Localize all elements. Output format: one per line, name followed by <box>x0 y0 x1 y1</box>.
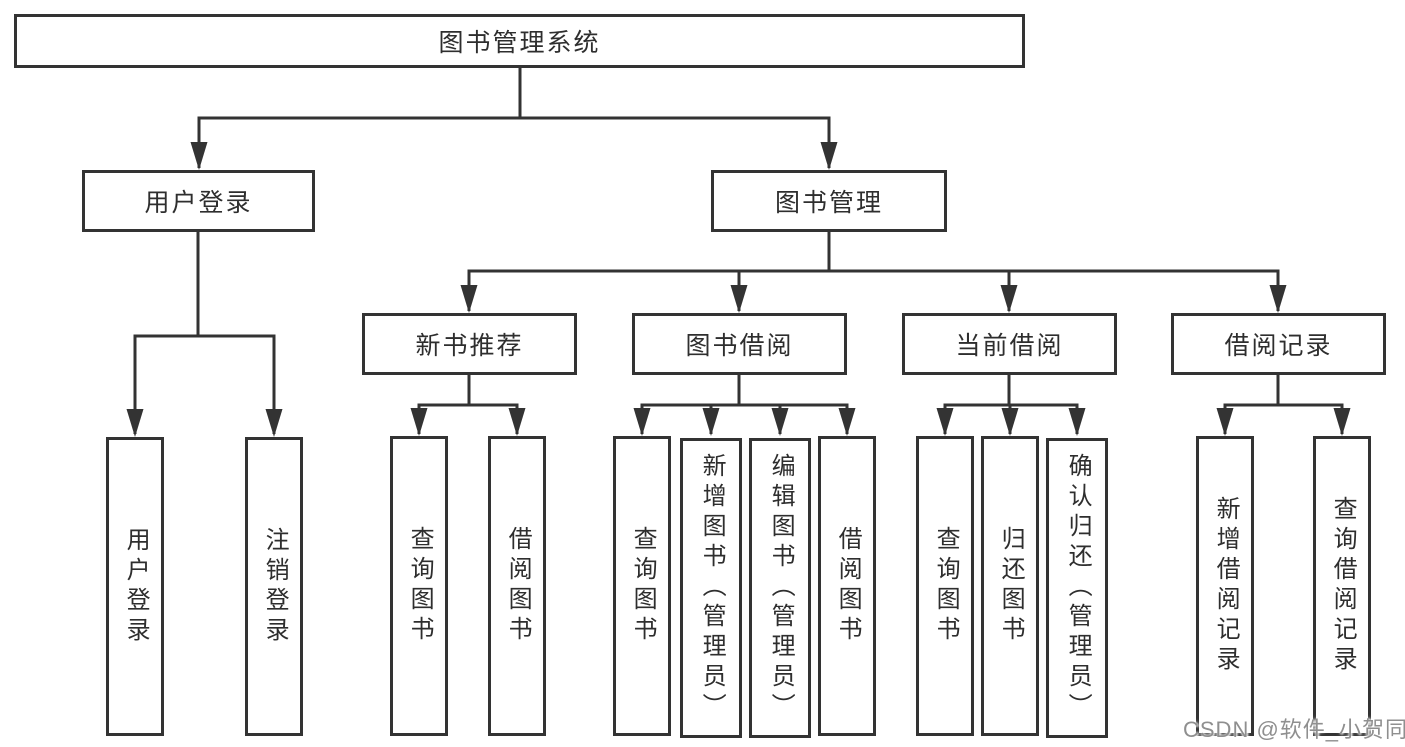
node-current-borrowing: 当前借阅 <box>902 313 1117 375</box>
connector-new-book-branch <box>417 403 519 434</box>
connector-user-login-branch <box>133 334 276 434</box>
connector-paths <box>133 66 1344 434</box>
arrowhead <box>730 285 748 313</box>
leaf-query-books-2: 查询图书 <box>613 436 671 736</box>
arrowheads <box>126 142 1351 437</box>
leaf-logout: 注销登录 <box>245 437 303 736</box>
arrowhead <box>1333 408 1351 436</box>
arrowhead <box>702 408 720 436</box>
leaf-user-login-label: 用户登录 <box>122 526 150 647</box>
leaf-user-login: 用户登录 <box>106 437 164 736</box>
connector-borrowing-branch <box>640 403 849 434</box>
leaf-query-books-1-label: 查询图书 <box>406 526 434 646</box>
leaf-borrow-books-1-label: 借阅图书 <box>504 526 532 646</box>
node-root: 图书管理系统 <box>14 14 1025 68</box>
arrowhead <box>265 409 283 437</box>
arrowhead <box>1216 408 1234 436</box>
leaf-add-borrow-record: 新增借阅记录 <box>1196 436 1254 736</box>
connector-book-mgmt-branch <box>467 269 1280 311</box>
arrowhead <box>190 142 208 170</box>
leaf-edit-books-admin: 编辑图书（管理员） <box>749 438 811 738</box>
connector-records-branch <box>1223 403 1344 434</box>
node-borrowing-records: 借阅记录 <box>1171 313 1386 375</box>
arrowhead <box>126 409 144 437</box>
leaf-query-borrow-record: 查询借阅记录 <box>1313 436 1371 736</box>
arrowhead <box>1000 285 1018 313</box>
node-user-login-label: 用户登录 <box>144 189 253 217</box>
leaf-query-books-3-label: 查询图书 <box>932 526 960 646</box>
node-book-borrowing: 图书借阅 <box>632 313 847 375</box>
leaf-confirm-return-admin: 确认归还（管理员） <box>1046 438 1108 738</box>
arrowhead <box>1269 285 1287 313</box>
node-current-borrowing-label: 当前借阅 <box>955 332 1064 360</box>
node-root-label: 图书管理系统 <box>438 29 601 57</box>
arrowhead <box>460 285 478 313</box>
node-new-book-rec: 新书推荐 <box>362 313 577 375</box>
leaf-confirm-return-admin-label: 确认归还（管理员） <box>1064 453 1092 723</box>
leaf-borrow-books-2: 借阅图书 <box>818 436 876 736</box>
arrowhead <box>838 408 856 436</box>
node-book-mgmt-label: 图书管理 <box>774 189 883 217</box>
csdn-watermark: CSDN @软件_小贺同学 <box>1183 717 1405 742</box>
leaf-borrow-books-1: 借阅图书 <box>488 436 546 736</box>
leaf-return-books: 归还图书 <box>981 436 1039 736</box>
leaf-query-books-3: 查询图书 <box>916 436 974 736</box>
node-borrowing-records-label: 借阅记录 <box>1224 332 1333 360</box>
node-book-mgmt: 图书管理 <box>711 170 947 232</box>
leaf-add-books-admin: 新增图书（管理员） <box>680 438 742 738</box>
arrowhead <box>1001 408 1019 436</box>
node-user-login: 用户登录 <box>82 170 315 232</box>
leaf-query-borrow-record-label: 查询借阅记录 <box>1329 496 1357 676</box>
arrowhead <box>1068 408 1086 436</box>
arrowhead <box>820 142 838 170</box>
leaf-add-books-admin-label: 新增图书（管理员） <box>698 453 726 723</box>
connector-root-branch <box>197 116 831 168</box>
leaf-borrow-books-2-label: 借阅图书 <box>834 526 862 646</box>
leaf-logout-label: 注销登录 <box>261 526 289 647</box>
arrowhead <box>508 408 526 436</box>
leaf-return-books-label: 归还图书 <box>997 526 1025 646</box>
node-new-book-rec-label: 新书推荐 <box>415 332 524 360</box>
arrowhead <box>633 408 651 436</box>
leaf-edit-books-admin-label: 编辑图书（管理员） <box>767 453 795 723</box>
arrowhead <box>936 408 954 436</box>
arrowhead <box>771 408 789 436</box>
node-book-borrowing-label: 图书借阅 <box>685 332 794 360</box>
leaf-query-books-2-label: 查询图书 <box>629 526 657 646</box>
arrowhead <box>410 408 428 436</box>
leaf-query-books-1: 查询图书 <box>390 436 448 736</box>
leaf-add-borrow-record-label: 新增借阅记录 <box>1212 496 1240 676</box>
